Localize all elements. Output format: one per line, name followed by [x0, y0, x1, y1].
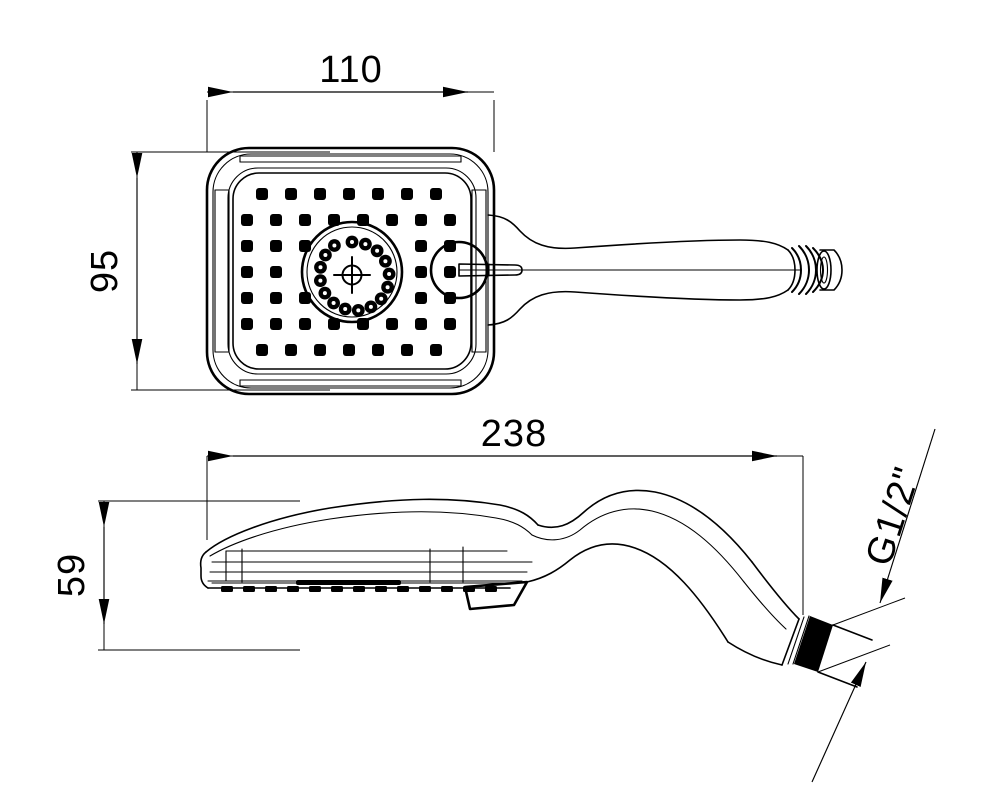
front-handle-body — [487, 214, 800, 326]
spray-selector-knob[interactable] — [429, 240, 523, 300]
side-nozzle-face-ticks — [221, 580, 497, 592]
center-crosshair — [333, 256, 371, 294]
dimension-59: 59 — [51, 500, 300, 651]
front-view-group: 110 95 — [84, 49, 843, 396]
side-threaded-connector — [781, 615, 873, 688]
nozzle-grid — [241, 188, 456, 356]
dimension-110-label: 110 — [319, 49, 383, 91]
side-view-group: 238 59 G1/2" — [51, 413, 936, 783]
front-head-shell — [205, 146, 496, 396]
dimension-thread-g12: G1/2" — [811, 428, 936, 783]
dimension-238: 238 — [206, 413, 804, 615]
dimension-59-label: 59 — [51, 553, 93, 597]
side-selector-lever[interactable] — [463, 580, 529, 611]
side-head-profile — [199, 498, 539, 589]
dimension-95-label: 95 — [84, 249, 126, 293]
dimension-110: 110 — [206, 49, 495, 152]
side-handle-profile — [727, 561, 800, 666]
side-neck-curve — [526, 489, 753, 643]
center-nozzle-cluster — [300, 220, 404, 324]
dimension-238-label: 238 — [481, 413, 547, 455]
dimension-thread-label: G1/2" — [858, 462, 929, 571]
front-threaded-connector — [787, 245, 843, 295]
dimension-95: 95 — [84, 151, 330, 391]
